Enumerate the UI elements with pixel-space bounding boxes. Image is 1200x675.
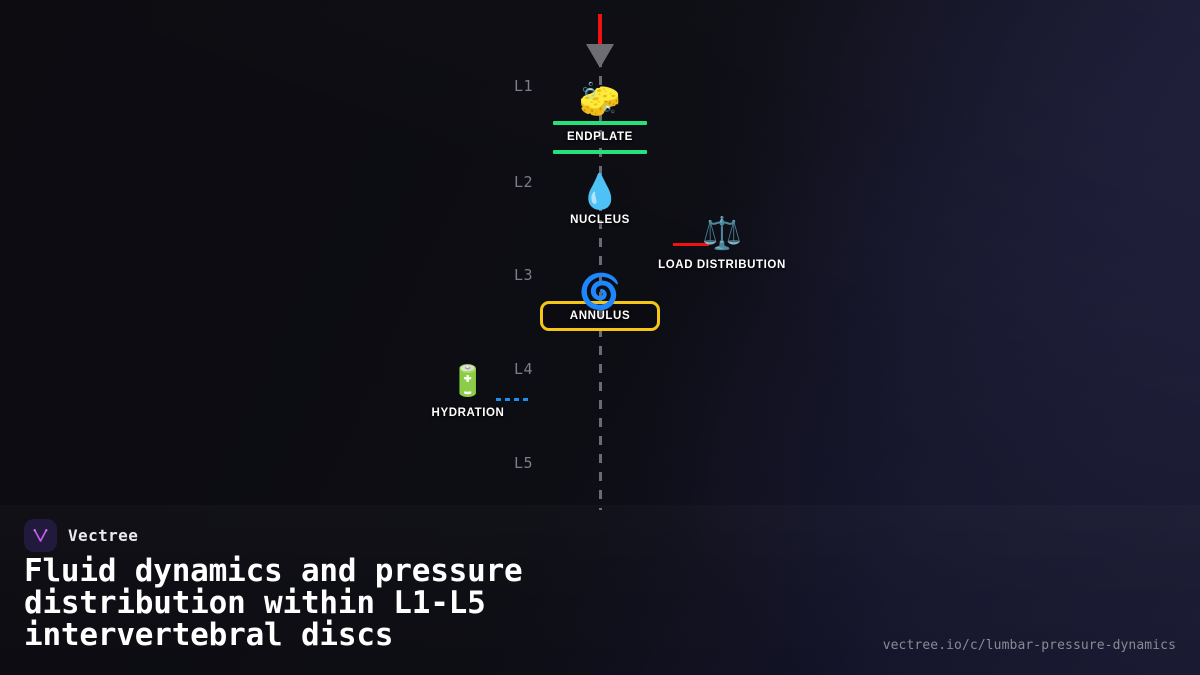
endplate-rail-bottom	[553, 150, 647, 154]
brand-name: Vectree	[68, 526, 139, 545]
node-endplate[interactable]: 🧽 ENDPLATE	[553, 80, 647, 154]
axial-load-arrow-shaft	[598, 14, 602, 46]
annulus-highlight-frame	[540, 301, 660, 331]
node-hydration[interactable]: 🔋 HYDRATION	[432, 364, 505, 419]
level-label-l4: L4	[514, 360, 534, 378]
node-label-endplate: ENDPLATE	[567, 131, 633, 143]
level-label-l1: L1	[514, 77, 534, 95]
lumbar-spine-axis	[599, 58, 602, 510]
node-label-load-distribution: LOAD DISTRIBUTION	[658, 259, 786, 271]
cyclone-spiral-icon: 🌀	[578, 272, 622, 312]
battery-icon: 🔋	[449, 364, 487, 399]
load-distribution-connector-line	[673, 243, 709, 246]
node-nucleus[interactable]: 💧 NUCLEUS	[570, 172, 630, 226]
endplate-rail-top	[553, 121, 647, 125]
node-label-hydration: HYDRATION	[431, 407, 505, 419]
node-annulus[interactable]: 🌀 ANNULUS	[570, 272, 630, 322]
balance-scale-icon: ⚖️	[702, 214, 742, 252]
level-label-l2: L2	[514, 173, 534, 191]
page-title: Fluid dynamics and pressure distribution…	[24, 553, 523, 653]
level-label-l3: L3	[514, 266, 534, 284]
footer-panel: Vectree Fluid dynamics and pressure dist…	[0, 505, 1200, 675]
node-label-nucleus: NUCLEUS	[570, 214, 630, 226]
axial-load-arrow-head-icon	[586, 44, 614, 68]
vectree-v-logo-icon	[24, 519, 57, 552]
sponge-icon: 🧽	[578, 80, 622, 120]
hydration-connector-line	[496, 398, 528, 401]
footer-url: vectree.io/c/lumbar-pressure-dynamics	[882, 638, 1176, 653]
brand-row[interactable]: Vectree	[24, 519, 138, 552]
node-load-distribution[interactable]: ⚖️ LOAD DISTRIBUTION	[658, 214, 786, 271]
level-label-l5: L5	[514, 454, 534, 472]
water-droplet-icon: 💧	[578, 172, 622, 212]
node-label-annulus: ANNULUS	[569, 310, 631, 322]
